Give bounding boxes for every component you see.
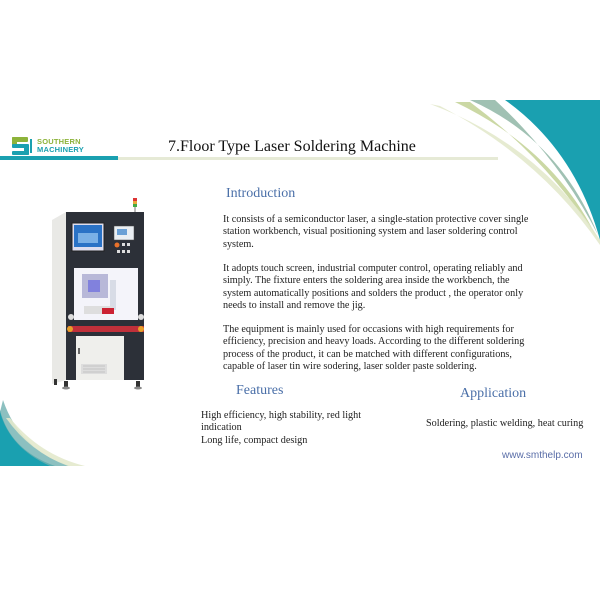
introduction-paragraph-2: It adopts touch screen, industrial compu… xyxy=(223,263,524,312)
website-link[interactable]: www.smthelp.com xyxy=(502,450,583,461)
features-list: High efficiency, high stability, red lig… xyxy=(201,410,381,447)
introduction-paragraph-1: It consists of a semiconductor laser, a … xyxy=(223,214,529,250)
logo-line-1: SOUTHERN xyxy=(37,137,81,146)
introduction-paragraph-3: The equipment is mainly used for occasio… xyxy=(223,324,525,373)
feature-item: Long life, compact design xyxy=(201,434,308,446)
features-heading: Features xyxy=(236,383,284,398)
feature-item: High efficiency, high stability, red lig… xyxy=(201,410,362,434)
introduction-heading: Introduction xyxy=(226,186,296,201)
slide-title: 7.Floor Type Laser Soldering Machine xyxy=(168,138,416,155)
slide: SOUTHERN MACHINERY 7.Floor Type Laser So… xyxy=(0,100,600,466)
laser-soldering-machine-image xyxy=(52,198,144,390)
application-heading: Application xyxy=(460,386,527,401)
application-text: Soldering, plastic welding, heat curing xyxy=(426,418,584,429)
southern-machinery-logo: SOUTHERN MACHINERY xyxy=(10,135,84,157)
logo-line-2: MACHINERY xyxy=(37,145,84,154)
logo-s-icon xyxy=(12,137,32,155)
decorative-swoosh-background xyxy=(0,100,600,466)
